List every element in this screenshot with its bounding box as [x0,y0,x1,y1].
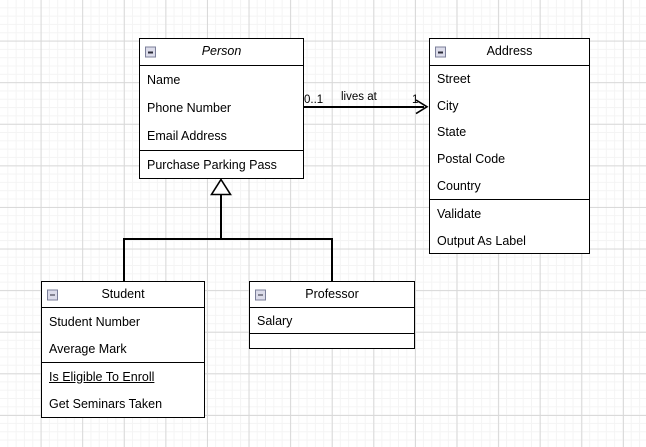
attribute-label: City [437,98,459,113]
class-box-address[interactable]: Address Street City State Postal Code Co… [429,38,590,254]
attribute-row: Postal Code [430,146,589,173]
generalization-branch-professor [331,238,333,282]
attribute-label: Email Address [147,129,227,143]
minus-box-icon[interactable] [145,46,156,58]
generalization-bus [123,238,333,240]
attribute-label: Phone Number [147,101,232,115]
attribute-row: Student Number [42,308,204,335]
attribute-label: Salary [257,313,293,328]
attribute-label: Country [437,178,481,193]
attribute-row: State [430,119,589,146]
attributes-compartment-professor: Salary [250,308,414,333]
association-line-lives-at[interactable] [304,106,424,108]
multiplicity-target-label: 1 [412,94,419,106]
attribute-label: Student Number [49,314,141,329]
class-title-professor: Professor [305,287,359,301]
attribute-label: Name [147,73,181,87]
operations-compartment-person: Purchase Parking Pass [140,150,303,177]
attribute-row: Salary [250,308,414,333]
attribute-row: Email Address [140,122,303,150]
attribute-label: Postal Code [437,152,506,167]
open-arrow-icon [415,99,429,115]
class-title-person: Person [201,44,242,58]
minus-box-icon[interactable] [47,289,58,300]
operation-label: Get Seminars Taken [49,396,163,411]
association-label: lives at [341,91,377,103]
attribute-row: Name [140,66,303,94]
class-header-student[interactable]: Student [42,282,204,308]
class-title-student: Student [101,287,145,301]
attributes-compartment-person: Name Phone Number Email Address [140,66,303,150]
operation-label: Purchase Parking Pass [147,157,277,172]
minus-box-icon[interactable] [255,289,266,300]
attribute-label: Street [437,72,471,87]
class-header-address[interactable]: Address [430,39,589,66]
operation-row-static: Is Eligible To Enroll [42,363,204,390]
operation-row: Get Seminars Taken [42,390,204,417]
operations-compartment-professor [250,333,414,346]
attribute-label: State [437,125,467,140]
attribute-row: Phone Number [140,94,303,122]
operation-row: Validate [430,200,589,227]
hollow-triangle-icon [210,178,232,196]
attribute-label: Average Mark [49,341,127,356]
generalization-branch-student [123,238,125,282]
operation-row: Output As Label [430,227,589,254]
operation-label: Output As Label [437,233,526,248]
class-header-person[interactable]: Person [140,39,303,66]
operation-label: Validate [437,206,482,221]
operations-compartment-student: Is Eligible To Enroll Get Seminars Taken [42,362,204,416]
attributes-compartment-address: Street City State Postal Code Country [430,66,589,199]
attributes-compartment-student: Student Number Average Mark [42,308,204,362]
operation-row: Purchase Parking Pass [140,151,303,178]
class-header-professor[interactable]: Professor [250,282,414,308]
attribute-row: City [430,93,589,120]
class-box-professor[interactable]: Professor Salary [249,281,415,349]
class-box-person[interactable]: Person Name Phone Number Email Address P… [139,38,304,179]
operation-label: Is Eligible To Enroll [49,369,155,384]
minus-box-icon[interactable] [435,46,446,58]
multiplicity-source-label: 0..1 [304,94,324,106]
class-title-address: Address [486,44,533,58]
class-box-student[interactable]: Student Student Number Average Mark Is E… [41,281,205,418]
generalization-stem [220,194,222,239]
operations-compartment-address: Validate Output As Label [430,199,589,253]
attribute-row: Average Mark [42,335,204,362]
attribute-row: Country [430,172,589,199]
attribute-row: Street [430,66,589,93]
